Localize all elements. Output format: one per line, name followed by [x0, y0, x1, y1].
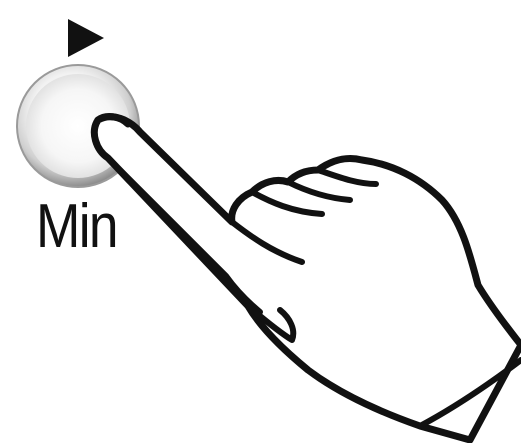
- min-button-label: Min: [36, 196, 117, 258]
- play-triangle-icon: [68, 19, 104, 57]
- pointing-hand-icon: [94, 117, 521, 440]
